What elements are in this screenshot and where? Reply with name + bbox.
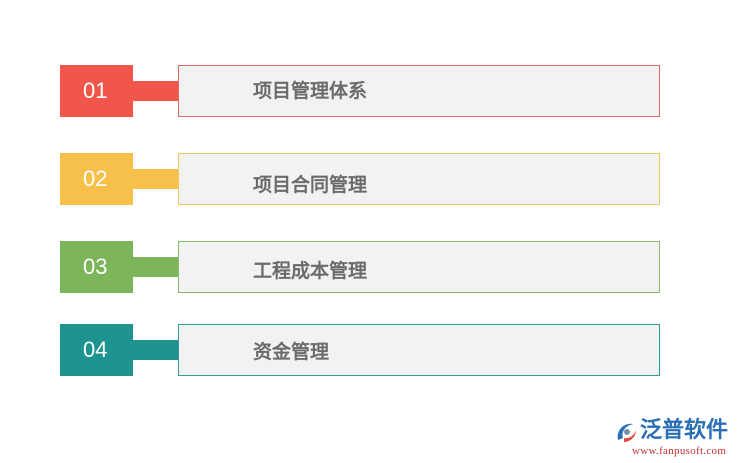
- step-label: 项目合同管理: [253, 174, 368, 196]
- step-row-1: 01 项目管理体系: [0, 65, 743, 119]
- step-label: 资金管理: [253, 341, 330, 363]
- step-number-badge: 03: [60, 241, 133, 293]
- fanpu-logo-icon: [617, 423, 636, 442]
- brand-url: www.fanpusoft.com: [632, 445, 727, 457]
- step-label: 项目管理体系: [253, 80, 368, 102]
- step-number-badge: 01: [60, 65, 133, 117]
- step-row-3: 03 工程成本管理: [0, 241, 743, 295]
- step-row-4: 04 资金管理: [0, 324, 743, 378]
- step-label-box: 工程成本管理: [178, 241, 660, 293]
- step-row-2: 02 项目合同管理: [0, 153, 743, 207]
- step-label-box: 资金管理: [178, 324, 660, 376]
- step-label-box: 项目合同管理: [178, 153, 660, 205]
- brand-logo: 泛普软件 www.fanpusoft.com: [612, 416, 737, 460]
- step-number-badge: 02: [60, 153, 133, 205]
- step-label-box: 项目管理体系: [178, 65, 660, 117]
- step-number-badge: 04: [60, 324, 133, 376]
- brand-name: 泛普软件: [640, 417, 729, 443]
- step-label: 工程成本管理: [253, 260, 368, 282]
